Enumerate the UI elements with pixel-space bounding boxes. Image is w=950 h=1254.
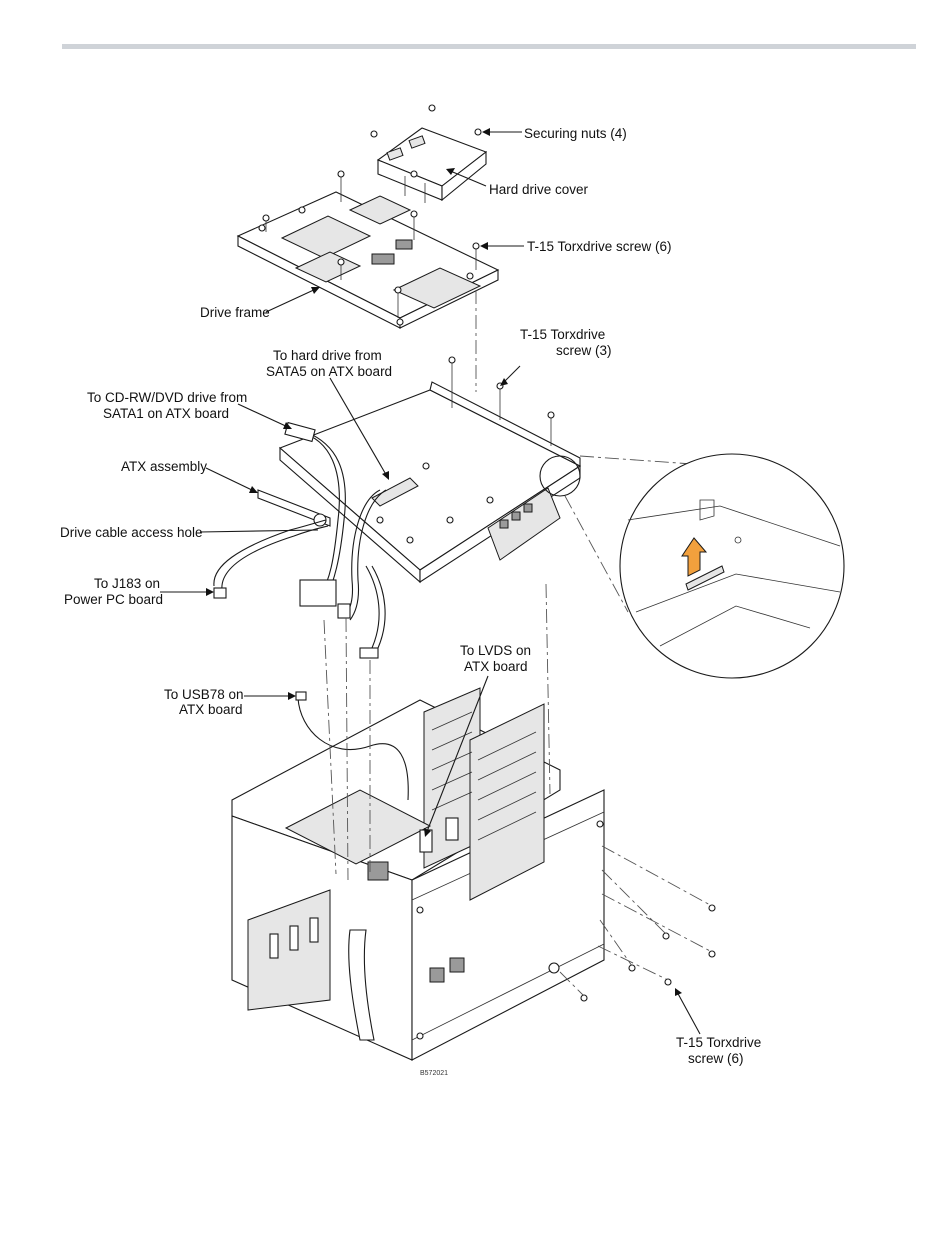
detail-callout [539,453,845,679]
label-torx-screw-3-line2: screw (3) [556,343,612,358]
leader-lines [160,128,701,1035]
label-cd-dvd-sata-line1: To CD-RW/DVD drive from [87,390,247,405]
atx-cables [213,421,387,659]
fan-grille [431,711,537,841]
label-j183-line1: To J183 on [94,576,160,591]
lift-direction-arrow [681,537,708,577]
label-hard-drive-sata-line1: To hard drive from [273,348,382,363]
chassis-screws [559,845,716,1002]
alignment-lines [323,290,551,881]
label-usb-line1: To USB78 on [164,687,244,702]
label-lvds-line2: ATX board [464,659,528,674]
label-torx-screw-top: T-15 Torxdrive screw (6) [527,239,672,254]
label-atx-assembly: ATX assembly [121,459,207,474]
atx-assembly [257,381,582,584]
chassis [231,687,605,1061]
label-torx-screw-bottom-line1: T-15 Torxdrive [676,1035,761,1050]
label-hard-drive-sata-line2: SATA5 on ATX board [266,364,392,379]
drive-frame [236,191,500,329]
figure-code: B572021 [420,1070,448,1077]
label-drive-frame: Drive frame [200,305,270,320]
label-hard-drive-cover: Hard drive cover [489,182,589,197]
label-usb-line2: ATX board [179,702,243,717]
label-cd-dvd-sata-line2: SATA1 on ATX board [103,406,229,421]
securing-nuts [370,104,482,178]
frame-screws-top [262,170,480,318]
label-torx-screw-3-line1: T-15 Torxdrive [520,327,605,342]
header-rule [62,44,916,49]
hard-drive-cover [376,127,488,203]
label-torx-screw-bottom-line2: screw (6) [688,1051,744,1066]
label-cable-access-hole: Drive cable access hole [60,525,203,540]
label-j183-line2: Power PC board [64,592,163,607]
label-lvds-line1: To LVDS on [460,643,531,658]
label-securing-nuts: Securing nuts (4) [524,126,627,141]
